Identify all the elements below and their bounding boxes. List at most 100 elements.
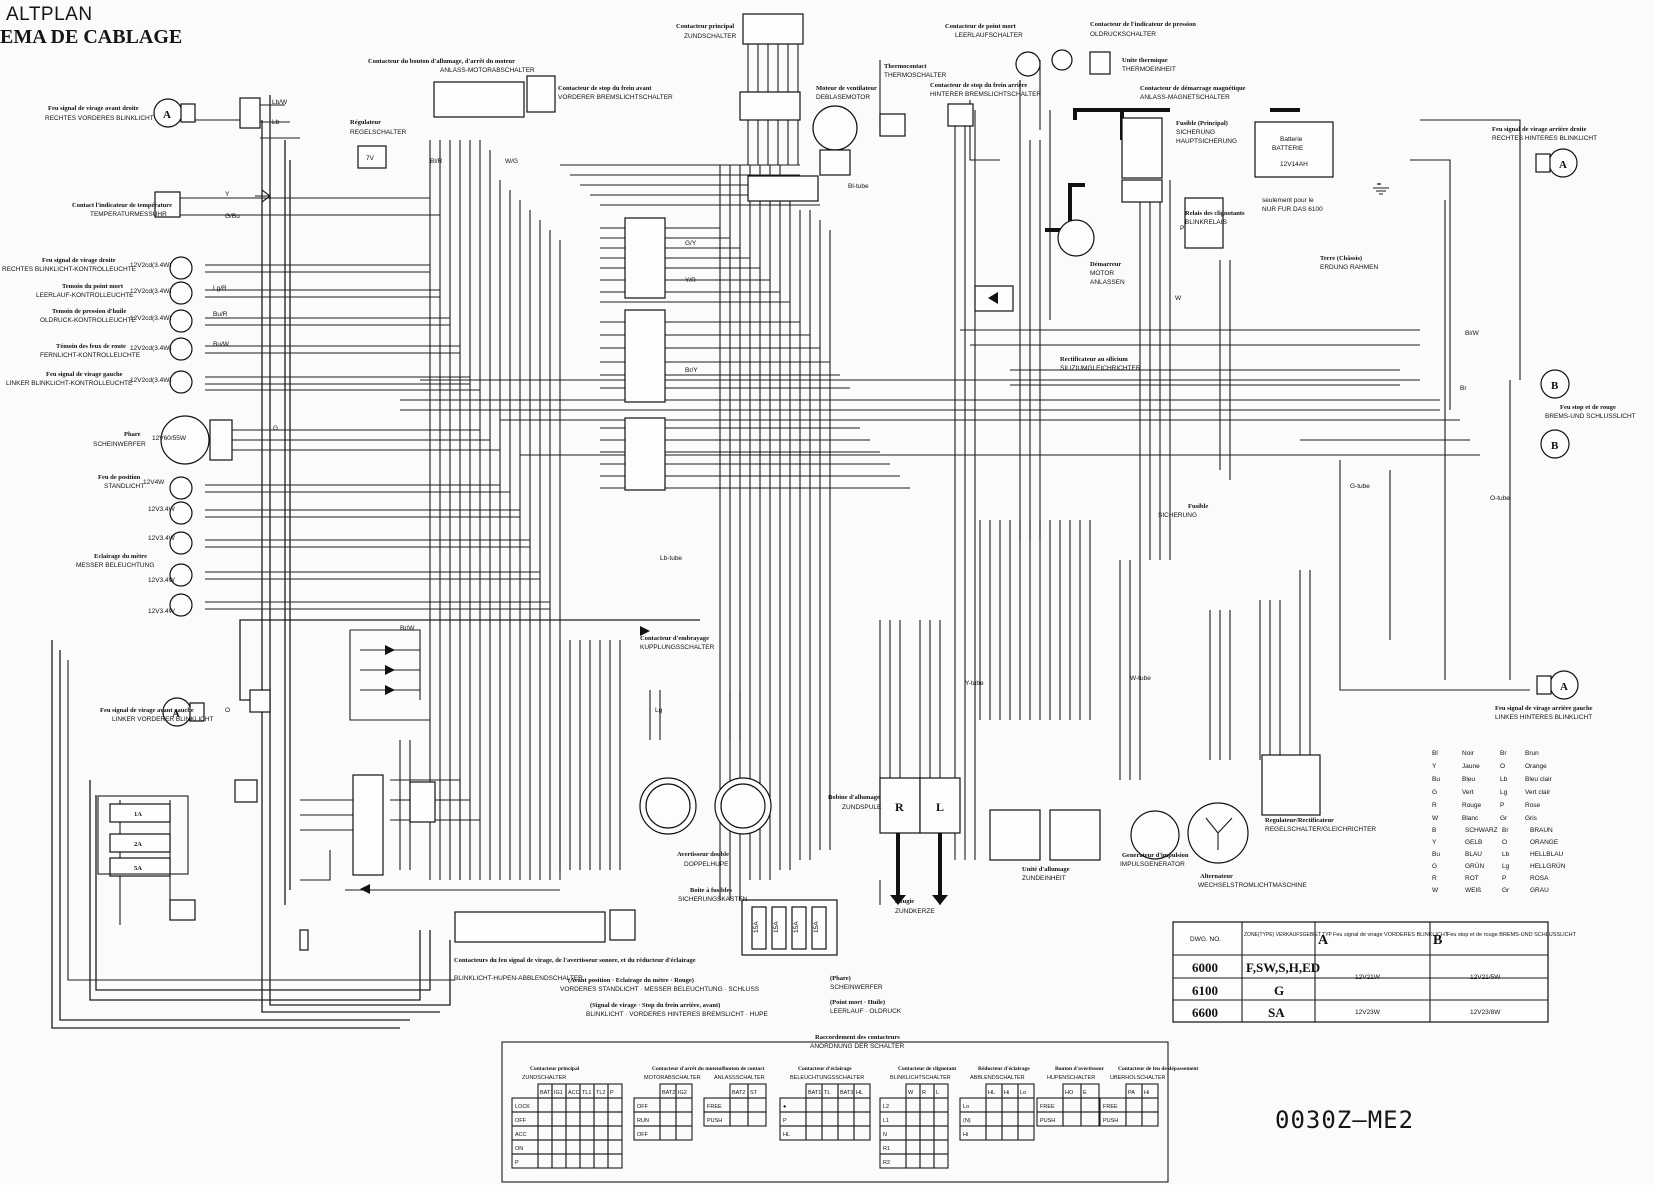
legend-de: GRÜN <box>1465 862 1484 870</box>
label-tail-light-de: BREMS-UND SCHLUSSLICHT <box>1545 413 1636 420</box>
fuse-value-3: 15A <box>793 921 800 933</box>
label-fan-motor: Moteur de ventilateur <box>816 85 877 92</box>
switch-table-cell <box>837 1111 855 1127</box>
label-only-6100: seulement pour le <box>1262 197 1314 204</box>
switch-table-cell <box>565 1111 581 1127</box>
switch-table-name-de: ANLASSSCHALTER <box>714 1075 765 1081</box>
turn-signal-front-left-symbol: A <box>162 697 205 727</box>
label-position: Feu de position <box>98 474 141 481</box>
switch-table-col: BAT3 <box>840 1090 853 1096</box>
switch-table-col: BAT1 <box>808 1090 821 1096</box>
svg-text:A: A <box>163 109 171 121</box>
title-line-2: EMA DE CABLAGE <box>0 26 183 48</box>
switch-table-cell <box>1017 1097 1035 1113</box>
switch-table-col: IG2 <box>678 1090 687 1096</box>
label-flasher-de: BLINKRELAIS <box>1185 219 1228 226</box>
switch-table-cell <box>537 1097 553 1113</box>
legend-fr: Jaune <box>1462 763 1480 770</box>
switch-table-cell <box>551 1139 567 1155</box>
legend-fr: Orange <box>1525 763 1547 770</box>
switch-table-cell <box>933 1111 949 1127</box>
legend-code: W <box>1432 815 1439 822</box>
label-ground-de: ERDUNG RAHMEN <box>1320 264 1378 271</box>
switch-table-name: Bouton de contact <box>722 1066 765 1072</box>
switch-table-cell <box>537 1139 553 1155</box>
legend-de: HELLBLAU <box>1530 851 1564 858</box>
label-oil-sw: Contacteur de l'indicateur de pression <box>1090 21 1196 28</box>
switch-table-name: Contacteur d'éclairage <box>798 1066 852 1072</box>
model-row-a: 12V21W <box>1355 974 1381 981</box>
wire-tag: W <box>1175 295 1182 302</box>
fuse-value-4: 15A <box>813 921 820 933</box>
switch-table-col: PA <box>1128 1090 1135 1096</box>
wire-tag: Bu/R <box>213 311 228 318</box>
switch-table-cell <box>579 1139 595 1155</box>
switch-table-cell <box>593 1111 609 1127</box>
legend-code: Bl <box>1432 750 1438 757</box>
model-row-zone: F,SW,S,H,ED <box>1246 960 1320 975</box>
label-handlebar-sw-de: BLINKLICHT-HUPEN-ABBLENDSCHALTER <box>454 975 583 982</box>
label-ind-neutral-rating: 12V2cd(3.4W) <box>130 288 172 295</box>
switch-table-cell <box>933 1139 949 1155</box>
switch-table-col: R <box>922 1090 926 1096</box>
legend-code: B <box>1432 827 1436 834</box>
switch-table-cell <box>837 1097 855 1113</box>
svg-text:B: B <box>1551 380 1559 392</box>
switch-table-cell <box>985 1097 1003 1113</box>
legend-code: P <box>1502 875 1506 882</box>
switch-table-name-de: HUPENSCHALTER <box>1047 1075 1095 1081</box>
legend-fr: Vert <box>1462 789 1474 796</box>
switch-table-col: HO <box>1065 1090 1074 1096</box>
label-bulb-b: 12V3.4W <box>148 535 176 542</box>
switch-table-cell <box>537 1125 553 1141</box>
label-clutch-de: KUPPLUNGSSCHALTER <box>640 644 715 651</box>
fuse-note-3: (Phare) <box>830 975 851 982</box>
switch-table-row: N <box>883 1132 887 1138</box>
tail-light-symbols: B B <box>1540 369 1570 459</box>
wire-harness <box>51 40 1530 1029</box>
model-row-a: 12V23W <box>1355 1009 1381 1016</box>
model-row-b: 12V21/5W <box>1470 974 1501 981</box>
switch-table-cell <box>905 1125 921 1141</box>
wire-tag: Lb/W <box>272 99 288 106</box>
switch-table-name-de: MOTORABSCHALTER <box>644 1075 701 1081</box>
label-meter-light-de: MESSER BELEUCHTUNG <box>76 562 154 569</box>
switch-table-col: HL <box>856 1090 863 1096</box>
switch-table-row: L1 <box>883 1118 889 1124</box>
label-igniter: Unité d'allumage <box>1022 866 1070 873</box>
label-front-brake: Contacteur de stop du frein avant <box>558 85 652 92</box>
svg-text:A: A <box>172 708 180 720</box>
label-horn-de: DOPPELHUPE <box>684 861 729 868</box>
wire-tag: Br/Y <box>685 367 698 374</box>
model-col-dwg: DWG. NO. <box>1190 936 1221 943</box>
label-horn: Avertisseur double <box>677 851 729 858</box>
label-oil-sw-de: OLDRUCKSCHALTER <box>1090 31 1156 38</box>
label-position-rating: 12V4W <box>143 479 165 486</box>
label-position-de: STANDLICHT <box>104 483 144 490</box>
label-turn-front-right: Feu signal de virage avant droite <box>48 105 139 112</box>
switch-table-col: E <box>1083 1090 1087 1096</box>
battery-symbol <box>1254 121 1334 178</box>
legend-fr: Blanc <box>1462 815 1479 822</box>
label-ind-high-de: FERNLICHT-KONTROLLEUCHTE <box>40 352 141 359</box>
wire-color-tags: Lb/W Lb Y G/Bu Lg/R Bu/R Bu/W G O Br/W B… <box>213 99 1510 714</box>
label-ind-oil-de: OLDRUCK-KONTROLLEUCHTE <box>40 317 136 324</box>
switch-table-name-de: BELEUCHTUNGSSCHALTER <box>790 1075 864 1081</box>
model-row-dwg: 6000 <box>1192 960 1218 975</box>
switch-table-cell <box>551 1125 567 1141</box>
switch-tables: Raccordement des contacteurs ANORDNUNG D… <box>501 1034 1198 1183</box>
switch-table-col: ACC <box>568 1090 580 1096</box>
switch-table-cell <box>729 1097 749 1113</box>
label-ind-oil-rating: 12V2cd(3.4W) <box>130 315 172 322</box>
switch-table-cell <box>805 1097 823 1113</box>
model-col-b: B <box>1433 933 1442 948</box>
switch-tables-title: Raccordement des contacteurs <box>815 1034 900 1041</box>
label-regulator: Régulateur <box>350 119 381 126</box>
label-only-6100-de: NUR FUR DAS 6100 <box>1262 206 1323 213</box>
component-shapes: A A A A B B <box>97 13 1579 956</box>
wire-tag: Br/W <box>400 625 415 632</box>
label-rear-brake: Contacteur de stop du frein arrière <box>930 82 1027 89</box>
label-ind-high: Témoin des feux de route <box>56 343 126 350</box>
label-spark-plug-de: ZUNDKERZE <box>895 908 935 915</box>
label-ign-coil: Bobine d'allumage <box>828 794 880 801</box>
